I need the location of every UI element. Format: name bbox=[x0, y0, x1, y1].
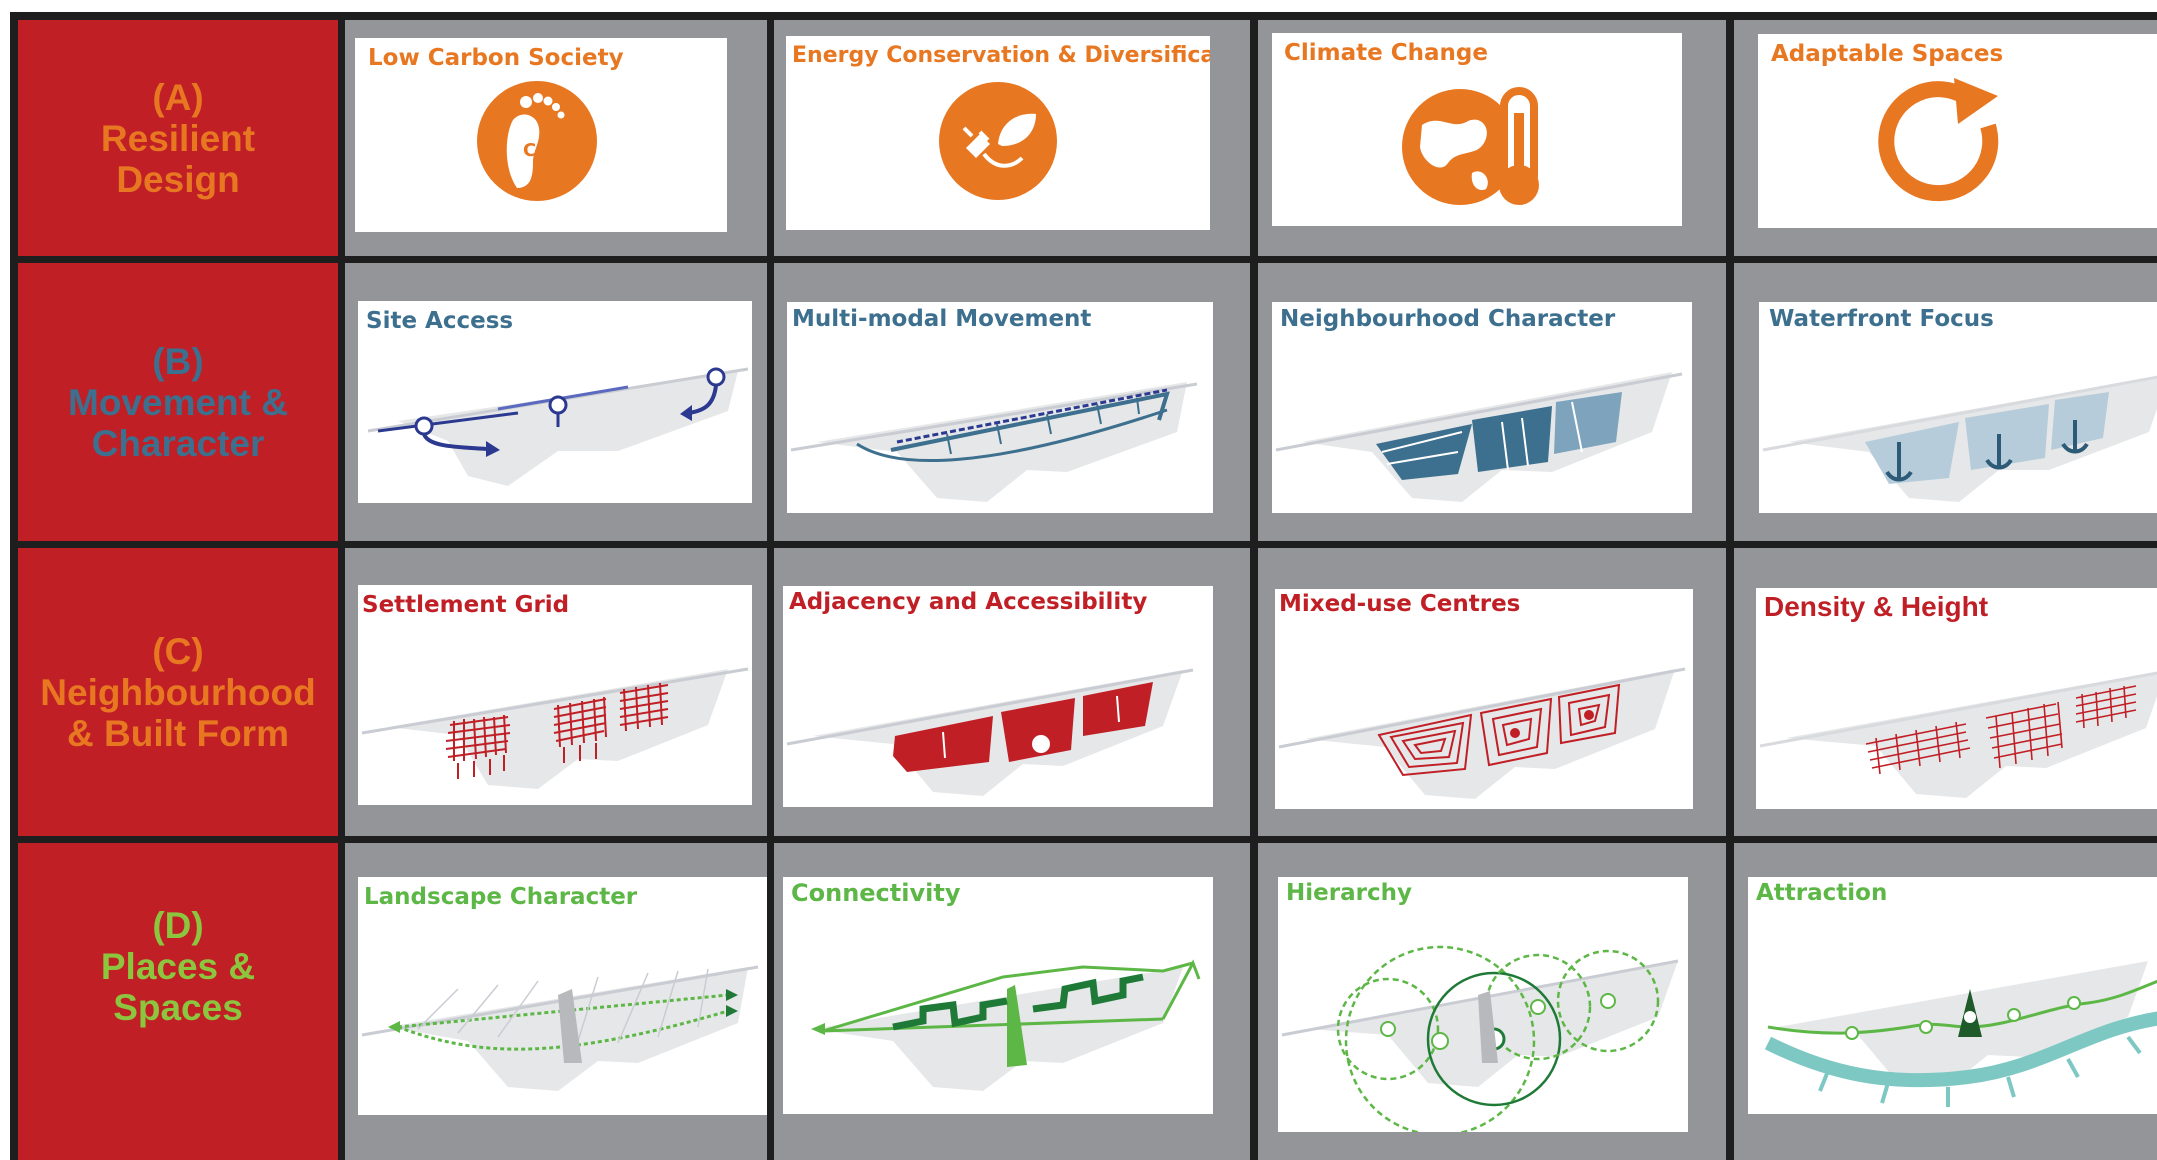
plug-leaf-icon bbox=[939, 82, 1057, 200]
row-label-line: (C) bbox=[152, 630, 204, 672]
card-multi-modal-movement: Multi-modal Movement bbox=[787, 302, 1213, 513]
cell-attraction: Attraction bbox=[1734, 843, 2157, 1160]
cell-density-height: Density & Height bbox=[1734, 548, 2157, 836]
card-title: Low Carbon Society bbox=[368, 45, 624, 71]
card-title: Connectivity bbox=[791, 879, 961, 907]
globe-thermometer-icon bbox=[1402, 87, 1539, 205]
card-adjacency-accessibility: Adjacency and Accessibility bbox=[783, 586, 1213, 807]
row-label-d: (D) Places & Spaces bbox=[18, 843, 338, 1160]
card-connectivity: Connectivity bbox=[783, 877, 1213, 1114]
card-neighbourhood-character: Neighbourhood Character bbox=[1272, 302, 1692, 513]
circular-arrow-icon bbox=[1878, 78, 1999, 202]
row-label-line: (A) bbox=[152, 76, 204, 118]
cell-settlement-grid: Settlement Grid bbox=[345, 548, 767, 836]
row-label-line: Neighbourhood bbox=[40, 671, 316, 713]
card-title: Climate Change bbox=[1284, 40, 1488, 66]
card-title: Multi-modal Movement bbox=[792, 306, 1092, 332]
row-label-line: & Built Form bbox=[67, 712, 289, 754]
row-label-a: (A) Resilient Design bbox=[18, 20, 338, 256]
card-hierarchy: Hierarchy bbox=[1278, 877, 1688, 1132]
row-label-line: Spaces bbox=[113, 987, 243, 1028]
cell-waterfront: Waterfront Focus bbox=[1734, 263, 2157, 541]
cell-energy: Energy Conservation & Diversification bbox=[774, 20, 1250, 256]
cell-landscape: Landscape Character bbox=[345, 843, 767, 1160]
row-label-line: Resilient bbox=[100, 117, 256, 159]
row-label-line: Character bbox=[91, 422, 265, 464]
attraction-map bbox=[1764, 961, 2157, 1107]
card-energy-conservation: Energy Conservation & Diversification bbox=[786, 36, 1210, 230]
cell-connectivity: Connectivity bbox=[774, 843, 1250, 1160]
card-title: Landscape Character bbox=[364, 884, 638, 910]
row-label-line: Design bbox=[116, 158, 240, 200]
settlement-grid-map bbox=[361, 667, 749, 789]
waterfront-map bbox=[1762, 375, 2157, 502]
row-label-line: Places & bbox=[100, 946, 256, 987]
card-mixed-use-centres: Mixed-use Centres bbox=[1275, 589, 1693, 809]
cell-hierarchy: Hierarchy bbox=[1258, 843, 1726, 1160]
multi-modal-map bbox=[790, 382, 1198, 502]
card-title: Settlement Grid bbox=[362, 592, 570, 618]
card-title: Waterfront Focus bbox=[1769, 306, 1994, 332]
card-title: Attraction bbox=[1756, 880, 1888, 906]
row-label-c: (C) Neighbourhood & Built Form bbox=[18, 548, 338, 836]
card-title: Hierarchy bbox=[1286, 880, 1412, 906]
svg-text:2: 2 bbox=[551, 152, 558, 165]
framework-grid: (A) Resilient Design Low Carbon Society … bbox=[10, 12, 2157, 1160]
adjacency-map bbox=[786, 668, 1194, 796]
card-settlement-grid: Settlement Grid bbox=[358, 585, 752, 805]
card-waterfront-focus: Waterfront Focus bbox=[1759, 302, 2157, 513]
card-title: Adjacency and Accessibility bbox=[789, 589, 1148, 615]
cell-site-access: Site Access bbox=[345, 263, 767, 541]
site-access-map bbox=[367, 367, 749, 486]
connectivity-map bbox=[811, 959, 1201, 1091]
cell-mixed-use: Mixed-use Centres bbox=[1258, 548, 1726, 836]
card-title: Adaptable Spaces bbox=[1771, 41, 2004, 67]
cell-multi-modal: Multi-modal Movement bbox=[774, 263, 1250, 541]
row-label-line: Movement & bbox=[68, 381, 288, 423]
card-landscape-character: Landscape Character bbox=[358, 877, 767, 1115]
cell-adaptable: Adaptable Spaces bbox=[1734, 20, 2157, 256]
row-label-line: (B) bbox=[152, 340, 204, 382]
card-density-height: Density & Height bbox=[1756, 588, 2157, 809]
card-title: Energy Conservation & Diversification bbox=[792, 43, 1210, 68]
cell-neighbourhood-character: Neighbourhood Character bbox=[1258, 263, 1726, 541]
cell-climate: Climate Change bbox=[1258, 20, 1726, 256]
mixed-use-map bbox=[1278, 667, 1686, 799]
row-label-b: (B) Movement & Character bbox=[18, 263, 338, 541]
card-site-access: Site Access bbox=[358, 301, 752, 503]
card-attraction: Attraction bbox=[1748, 877, 2157, 1114]
card-title: Density & Height bbox=[1764, 591, 1989, 622]
density-map bbox=[1759, 671, 2157, 798]
card-title: Mixed-use Centres bbox=[1279, 591, 1521, 617]
cell-adjacency: Adjacency and Accessibility bbox=[774, 548, 1250, 836]
svg-text:CO: CO bbox=[523, 140, 552, 161]
landscape-map bbox=[361, 965, 759, 1091]
card-title: Site Access bbox=[366, 308, 514, 334]
card-climate-change: Climate Change bbox=[1272, 33, 1682, 226]
hierarchy-map bbox=[1281, 945, 1679, 1132]
card-adaptable-spaces: Adaptable Spaces bbox=[1758, 34, 2157, 228]
card-title: Neighbourhood Character bbox=[1280, 306, 1616, 332]
row-label-line: (D) bbox=[152, 905, 204, 946]
neighbourhood-map bbox=[1275, 372, 1683, 502]
